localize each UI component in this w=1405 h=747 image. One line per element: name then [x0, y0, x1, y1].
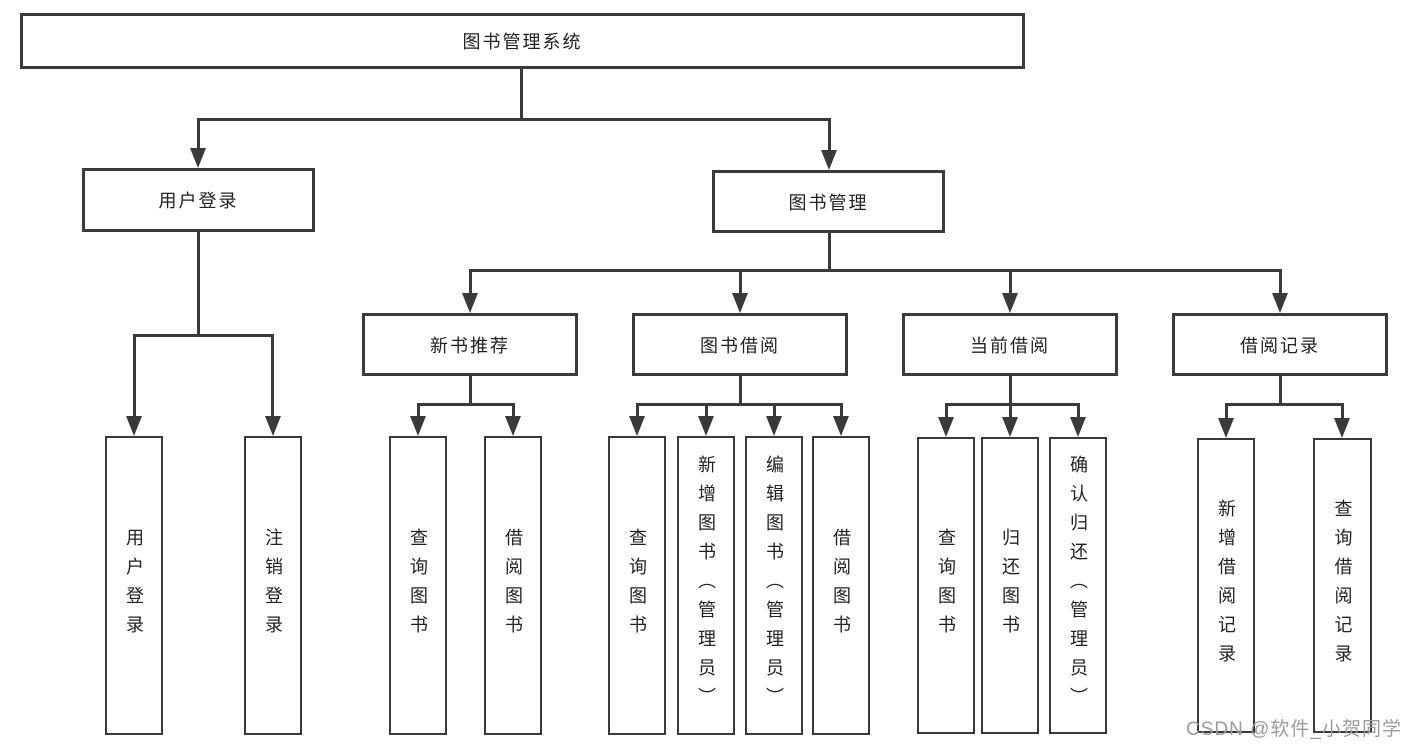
leaf-query-books-borrow-label: 查询图书: [627, 527, 647, 644]
leaf-return-books: 归还图书: [981, 437, 1039, 734]
arrowhead-leaf: [1002, 417, 1018, 437]
node-user-login-label: 用户登录: [158, 191, 239, 211]
leaf-return-books-label: 归还图书: [1000, 527, 1020, 644]
arrowhead-leaf: [505, 416, 521, 436]
leaf-borrow-books-recommend-label: 借阅图书: [503, 527, 523, 644]
node-book-borrow: 图书借阅: [632, 313, 848, 376]
leaf-user-login: 用户登录: [105, 436, 163, 735]
node-root-label: 图书管理系统: [462, 32, 583, 52]
connector-leaf-drop: [1341, 403, 1344, 418]
leaf-query-books-current-label: 查询图书: [936, 527, 956, 644]
connector-leaf-drop: [1009, 403, 1012, 417]
connector-borrow-record-drop: [1279, 269, 1282, 295]
connector-new-book-rail: [417, 403, 514, 406]
leaf-query-books-borrow: 查询图书: [608, 436, 666, 735]
leaf-query-borrow-record-label: 查询借阅记录: [1332, 498, 1353, 673]
connector-leaf-drop: [417, 403, 420, 417]
connector-user-login-rail: [133, 334, 274, 337]
arrowhead-leaf: [629, 416, 645, 436]
arrowhead-leaf: [265, 416, 281, 436]
node-new-book-recommend: 新书推荐: [362, 313, 578, 376]
node-current-borrow: 当前借阅: [902, 313, 1118, 376]
connector-borrow-record-stem: [1279, 376, 1282, 405]
arrowhead-leaf: [833, 416, 849, 436]
arrowhead-book-mgmt: [821, 150, 837, 170]
node-borrow-records: 借阅记录: [1172, 313, 1388, 376]
node-root: 图书管理系统: [20, 13, 1025, 69]
connector-level1-rail: [197, 118, 831, 121]
node-book-management-label: 图书管理: [788, 192, 869, 213]
leaf-add-books-admin-label: 新增图书（管理员）: [696, 455, 716, 716]
connector-book-mgmt-drop: [828, 118, 831, 152]
leaf-add-borrow-record-label: 新增借阅记录: [1216, 498, 1236, 673]
arrowhead-current-borrow: [1002, 293, 1018, 313]
leaf-borrow-books-recommend: 借阅图书: [484, 436, 542, 735]
leaf-confirm-return-admin: 确认归还（管理员）: [1049, 437, 1107, 734]
connector-leaf-drop: [945, 403, 948, 417]
connector-current-borrow-drop: [1009, 269, 1012, 295]
leaf-borrow-books-label: 借阅图书: [831, 527, 851, 644]
arrowhead-new-book: [462, 293, 478, 313]
connector-leaf-drop: [840, 403, 843, 417]
node-borrow-records-label: 借阅记录: [1240, 335, 1320, 356]
connector-leaf-drop: [271, 334, 274, 416]
leaf-query-books-current: 查询图书: [917, 437, 975, 734]
node-current-borrow-label: 当前借阅: [970, 335, 1050, 356]
node-book-borrow-label: 图书借阅: [700, 335, 780, 356]
leaf-confirm-return-admin-label: 确认归还（管理员）: [1068, 455, 1088, 716]
connector-new-book-stem: [469, 376, 472, 405]
leaf-query-books-recommend: 查询图书: [389, 436, 447, 735]
connector-current-borrow-rail: [945, 403, 1079, 406]
connector-user-login-stem: [197, 232, 200, 336]
csdn-watermark: CSDN @软件_小贺同学: [1186, 719, 1402, 740]
connector-book-borrow-rail: [636, 403, 842, 406]
connector-leaf-drop: [133, 334, 136, 416]
node-new-book-recommend-label: 新书推荐: [430, 335, 510, 356]
connector-leaf-drop: [1225, 403, 1228, 418]
connector-leaf-drop: [705, 403, 708, 417]
connector-new-book-drop: [469, 269, 472, 295]
arrowhead-borrow-record: [1272, 293, 1288, 313]
leaf-query-books-recommend-label: 查询图书: [408, 527, 428, 644]
connector-book-mgmt-stem: [828, 233, 831, 272]
leaf-logout: 注销登录: [244, 436, 302, 735]
connector-level2-rail: [469, 269, 1281, 272]
arrowhead-book-borrow: [732, 293, 748, 313]
leaf-borrow-books: 借阅图书: [812, 436, 870, 735]
connector-leaf-drop: [636, 403, 639, 417]
arrowhead-leaf: [410, 416, 426, 436]
leaf-edit-books-admin-label: 编辑图书（管理员）: [764, 455, 784, 716]
leaf-add-borrow-record: 新增借阅记录: [1197, 438, 1255, 733]
connector-leaf-drop: [773, 403, 776, 417]
arrowhead-leaf: [126, 416, 142, 436]
leaf-edit-books-admin: 编辑图书（管理员）: [745, 436, 803, 735]
connector-current-borrow-stem: [1009, 376, 1012, 405]
arrowhead-leaf: [1218, 418, 1234, 438]
leaf-query-borrow-record: 查询借阅记录: [1313, 438, 1372, 733]
arrowhead-leaf: [1334, 418, 1350, 438]
arrowhead-leaf: [938, 417, 954, 437]
connector-book-borrow-drop: [739, 269, 742, 295]
leaf-add-books-admin: 新增图书（管理员）: [677, 436, 735, 735]
connector-root-stem: [520, 69, 523, 120]
arrowhead-leaf: [1070, 417, 1086, 437]
node-book-management: 图书管理: [712, 170, 945, 233]
connector-user-login-drop: [197, 118, 200, 150]
connector-leaf-drop: [512, 403, 515, 417]
leaf-logout-label: 注销登录: [263, 527, 283, 644]
leaf-user-login-label: 用户登录: [124, 527, 144, 644]
arrowhead-leaf: [766, 416, 782, 436]
arrowhead-leaf: [698, 416, 714, 436]
arrowhead-user-login: [190, 148, 206, 168]
node-user-login: 用户登录: [82, 168, 315, 232]
connector-borrow-record-rail: [1225, 403, 1343, 406]
connector-leaf-drop: [1077, 403, 1080, 417]
connector-book-borrow-stem: [739, 376, 742, 405]
